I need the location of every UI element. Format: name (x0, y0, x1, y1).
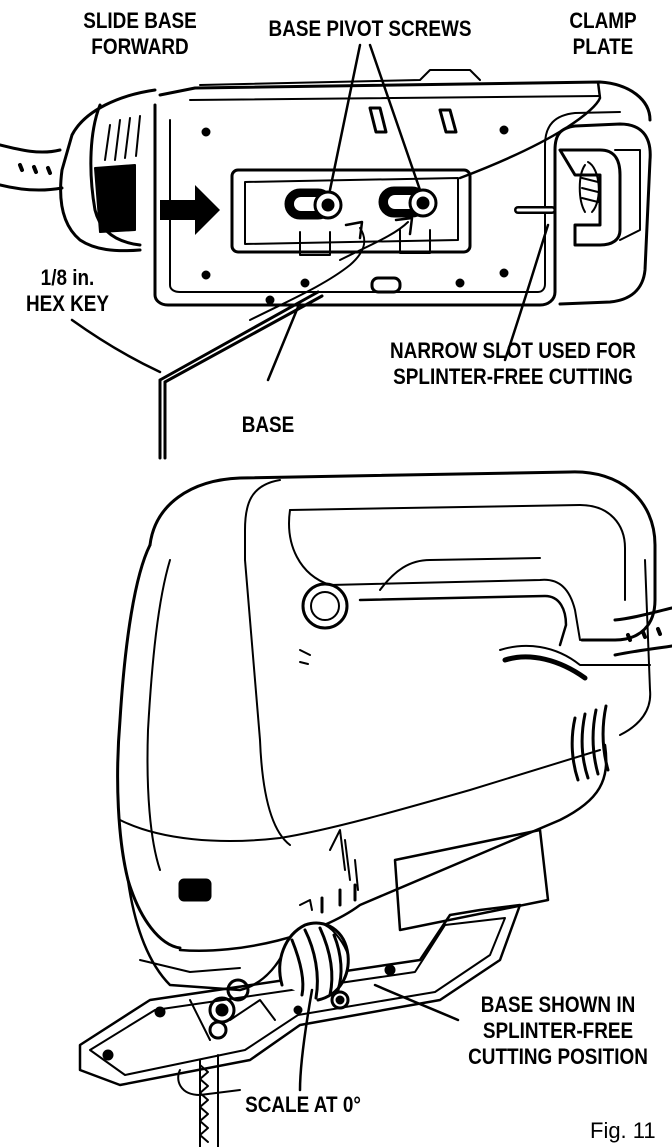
top-view-base-assembly (0, 69, 652, 307)
label-base: BASE (234, 412, 303, 438)
label-line: CLAMP (569, 8, 637, 33)
label-line: BASE (241, 412, 295, 437)
label-slide-base-forward: SLIDE BASE FORWARD (67, 8, 213, 60)
label-line: HEX KEY (25, 291, 110, 316)
figure-number: Fig. 11 (590, 1118, 656, 1143)
label-base-pivot-screws: BASE PIVOT SCREWS (258, 16, 482, 42)
label-line: SPLINTER-FREE (482, 1018, 634, 1043)
label-line: BASE PIVOT SCREWS (268, 16, 472, 41)
label-clamp-plate: CLAMP PLATE (556, 8, 651, 60)
label-line: SCALE AT 0° (245, 1092, 361, 1117)
label-hex-key: 1/8 in. HEX KEY (14, 265, 122, 317)
label-line: PLATE (572, 34, 634, 59)
label-line: SPLINTER-FREE CUTTING (393, 364, 633, 389)
leader-lines-bottom (298, 983, 460, 1092)
label-line: SLIDE BASE (83, 8, 197, 33)
label-line: BASE SHOWN IN (480, 992, 636, 1017)
label-line: FORWARD (91, 34, 189, 59)
label-base-shown-splinter-free: BASE SHOWN IN SPLINTER-FREE CUTTING POSI… (463, 992, 652, 1070)
label-line: CUTTING POSITION (468, 1044, 648, 1069)
jigsaw-illustration (78, 470, 672, 1147)
label-line: 1/8 in. (40, 265, 95, 290)
label-scale-at-zero: SCALE AT 0° (239, 1092, 368, 1118)
leader-lines-top (70, 43, 602, 460)
label-narrow-slot: NARROW SLOT USED FOR SPLINTER-FREE CUTTI… (380, 338, 647, 390)
label-line: NARROW SLOT USED FOR (390, 338, 636, 363)
